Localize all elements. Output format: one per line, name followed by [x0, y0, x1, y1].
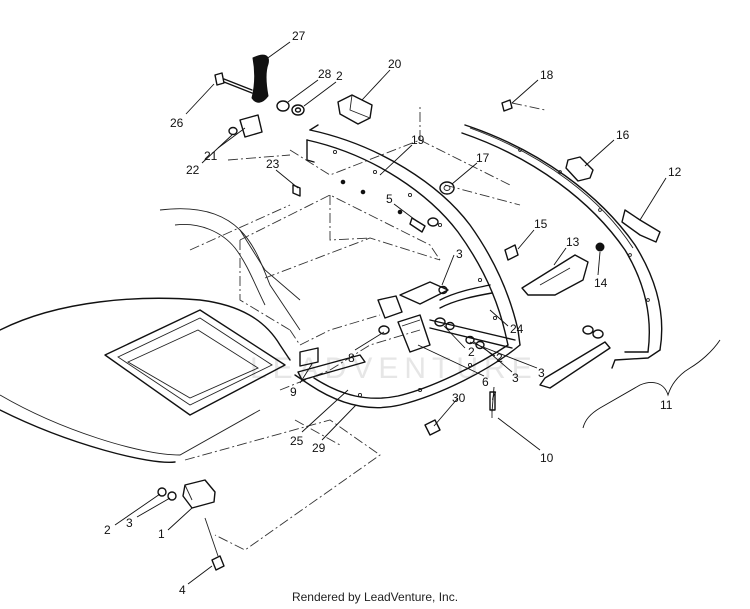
callout-23: 23 — [266, 157, 280, 171]
callout-2c: 2 — [496, 351, 503, 365]
callout-29: 29 — [312, 441, 326, 455]
callout-6: 6 — [482, 375, 489, 389]
callout-22: 22 — [186, 163, 200, 177]
callout-2b: 2 — [468, 345, 475, 359]
callout-10: 10 — [540, 451, 554, 465]
callout-3: 3 — [456, 247, 463, 261]
callout-13: 13 — [566, 235, 580, 249]
outer-rail — [461, 124, 663, 369]
callout-2d: 2 — [104, 523, 111, 537]
callout-11: 11 — [660, 398, 673, 412]
storage-box-outline — [184, 105, 521, 551]
callouts: 27 28 2 20 18 26 22 21 19 17 16 23 12 5 … — [104, 29, 682, 597]
callout-9: 9 — [290, 385, 297, 399]
callout-2: 2 — [336, 69, 343, 83]
hood-body — [0, 208, 301, 463]
callout-15: 15 — [534, 217, 548, 231]
callout-30: 30 — [452, 391, 466, 405]
callout-21: 21 — [204, 149, 218, 163]
callout-20: 20 — [388, 57, 402, 71]
callout-28: 28 — [318, 67, 332, 81]
callout-5: 5 — [386, 192, 393, 206]
leader-lines — [114, 41, 721, 585]
callout-3b: 3 — [512, 371, 519, 385]
callout-12: 12 — [668, 165, 682, 179]
callout-1: 1 — [158, 527, 165, 541]
callout-3c: 3 — [538, 366, 545, 380]
callout-27: 27 — [292, 29, 306, 43]
bumper-frame — [294, 124, 521, 409]
callout-18: 18 — [540, 68, 554, 82]
footer-credit: Rendered by LeadVenture, Inc. — [291, 590, 459, 604]
callout-3d: 3 — [126, 516, 133, 530]
callout-14: 14 — [594, 276, 608, 290]
hardware — [157, 54, 661, 571]
callout-25: 25 — [290, 434, 304, 448]
callout-19: 19 — [411, 133, 425, 147]
callout-4: 4 — [179, 583, 186, 597]
callout-17: 17 — [476, 151, 490, 165]
callout-16: 16 — [616, 128, 630, 142]
callout-7: 7 — [490, 389, 497, 403]
callout-8: 8 — [348, 351, 355, 365]
callout-24: 24 — [510, 322, 524, 336]
callout-26: 26 — [170, 116, 184, 130]
